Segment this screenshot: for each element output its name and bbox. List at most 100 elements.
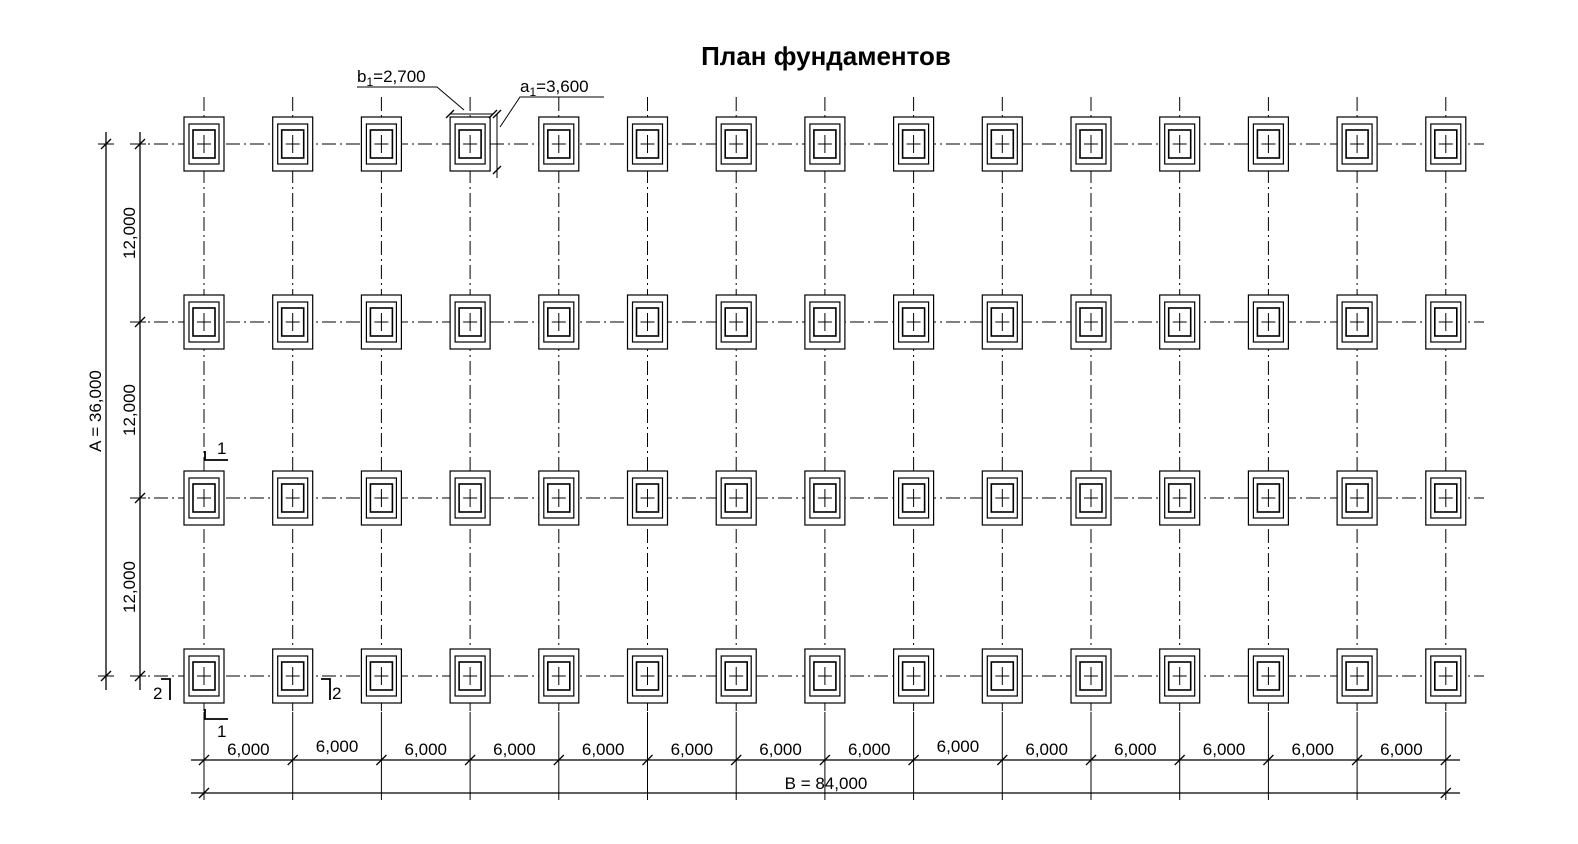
foundation-column-socket (901, 307, 926, 337)
foundation (1336, 294, 1378, 350)
foundation (1336, 470, 1378, 526)
foundation-step (454, 655, 486, 697)
foundation (360, 116, 402, 172)
bay-dimension-tick (464, 754, 476, 766)
foundation (1159, 116, 1201, 172)
foundation (1425, 294, 1467, 350)
bay-dimension-label: 6,000 (582, 740, 625, 759)
foundation (449, 116, 491, 172)
foundation-base (892, 116, 935, 172)
foundation-column-socket (280, 129, 305, 159)
foundation-column-socket (901, 129, 926, 159)
foundation-column-socket (546, 129, 571, 159)
foundation-column-socket (280, 661, 305, 691)
section-1-bottom-mark (204, 709, 228, 720)
foundation (360, 648, 402, 704)
bay-dimension-label: 6,000 (404, 740, 447, 759)
foundation (1159, 648, 1201, 704)
foundation-step (897, 301, 930, 343)
bay-dimension-label: 6,000 (493, 740, 536, 759)
foundation (715, 470, 757, 526)
bay-dimension-label: 6,000 (1291, 740, 1334, 759)
foundation-column-socket (1345, 307, 1369, 337)
foundation-column-socket (369, 483, 394, 513)
span-dimension-tick (134, 316, 146, 328)
foundation (892, 470, 935, 526)
foundation-column-socket (192, 661, 216, 691)
foundation (892, 294, 935, 350)
foundation-column-socket (280, 307, 305, 337)
foundation-step (365, 123, 397, 165)
foundation-step (897, 655, 930, 697)
total-height-label: A = 36,000 (86, 370, 105, 452)
bay-dimension-label: 6,000 (1025, 740, 1068, 759)
foundation-step (1164, 123, 1196, 165)
foundation (1159, 294, 1201, 350)
callout-b1-leader (357, 86, 465, 111)
foundation-step (1430, 477, 1462, 519)
foundation (183, 294, 225, 350)
foundation-step (188, 477, 220, 519)
foundation-step (543, 477, 575, 519)
bay-dimension-label: 6,000 (848, 740, 891, 759)
foundation-column-socket (1345, 661, 1369, 691)
foundation-step (986, 477, 1018, 519)
foundation-step (631, 301, 664, 343)
foundation-column-socket (1345, 483, 1369, 513)
foundation-column-socket (990, 661, 1015, 691)
foundation (1070, 648, 1112, 704)
foundation (183, 648, 225, 704)
foundation-column-socket (724, 129, 749, 159)
foundation-column-socket (724, 307, 749, 337)
section-2-left-mark (161, 678, 171, 700)
foundation-column-socket (635, 661, 660, 691)
bay-dimension-label: 6,000 (937, 737, 980, 756)
foundation-column-socket (635, 307, 660, 337)
callout-a1-tick-bottom (492, 165, 502, 175)
foundation (626, 470, 669, 526)
foundation (538, 470, 580, 526)
foundation-step (365, 301, 397, 343)
foundation-step (1430, 301, 1462, 343)
foundation-step (986, 301, 1018, 343)
foundation-step (1430, 123, 1462, 165)
foundation-step (1164, 655, 1196, 697)
bay-dimension-label: 6,000 (1380, 740, 1423, 759)
foundation-step (1075, 123, 1107, 165)
bay-dimension-tick (1085, 754, 1097, 766)
foundation (626, 648, 669, 704)
foundation-column-socket (1079, 307, 1103, 337)
section-2-right-label: 2 (332, 684, 341, 703)
bay-dimension-tick (375, 754, 387, 766)
foundation (626, 294, 669, 350)
foundation-column-socket (546, 661, 571, 691)
foundation-step (1341, 477, 1373, 519)
foundation (715, 648, 757, 704)
foundation (1159, 470, 1201, 526)
span-dimension-tick (134, 670, 146, 682)
foundation-column-socket (813, 661, 837, 691)
foundation-column-socket (458, 483, 482, 513)
foundation (1425, 116, 1467, 172)
bay-dimension-tick (198, 754, 210, 766)
foundation-column-socket (1079, 483, 1103, 513)
callout-b1-text: b1=2,700 (357, 67, 426, 89)
foundation-step (720, 301, 752, 343)
foundation (981, 470, 1023, 526)
foundation-step (543, 301, 575, 343)
foundation-step (1341, 301, 1373, 343)
foundation (272, 116, 314, 172)
foundation (1425, 648, 1467, 704)
bay-dimension-tick (1174, 754, 1186, 766)
bay-dimension-tick (553, 754, 565, 766)
foundation-step (631, 123, 664, 165)
bay-dimension-label: 6,000 (1203, 740, 1246, 759)
foundation-step (809, 655, 841, 697)
foundation-column-socket (1079, 661, 1103, 691)
foundation (804, 116, 846, 172)
foundation-step (1430, 655, 1462, 697)
foundation-column-socket (635, 129, 660, 159)
foundation-step (1341, 655, 1373, 697)
foundation (1247, 648, 1290, 704)
